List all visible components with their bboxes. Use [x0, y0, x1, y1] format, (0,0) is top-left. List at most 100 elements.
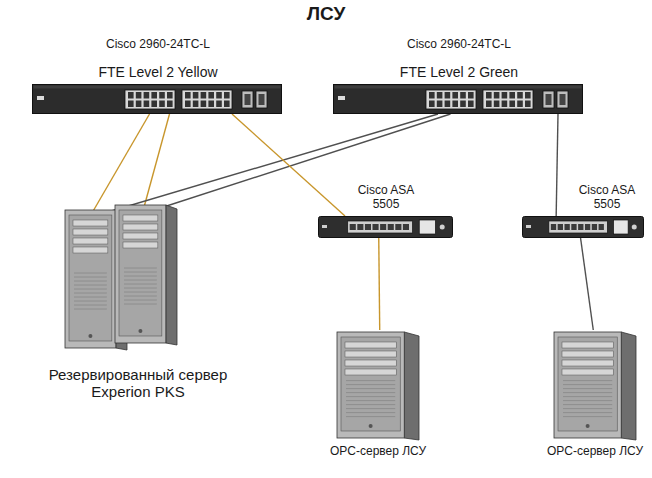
device-detail [245, 94, 251, 105]
server-tower [335, 330, 421, 442]
device-detail [123, 242, 158, 248]
device-detail [201, 92, 207, 99]
network-switch: Cisco 2960-24TC-LFTE Level 2 Yellow [32, 38, 284, 114]
device-detail [346, 384, 395, 385]
server-tower [552, 330, 638, 442]
device-detail [621, 332, 636, 440]
device-detail [404, 332, 419, 440]
device-detail [88, 334, 92, 338]
firewall-chassis [318, 216, 453, 238]
device-detail [460, 92, 466, 99]
device-detail [73, 247, 108, 253]
device-detail [395, 224, 401, 230]
device-detail [69, 215, 112, 341]
device-detail [346, 392, 395, 393]
device-detail [525, 92, 531, 99]
network-cable [144, 114, 169, 207]
device-detail [517, 92, 523, 99]
device-detail [373, 224, 379, 230]
firewall-node: Cisco ASA 5505 [318, 184, 453, 238]
device-detail [74, 289, 107, 290]
device-detail [341, 337, 400, 431]
device-detail [429, 101, 435, 108]
device-detail [452, 101, 458, 108]
device-detail [124, 284, 157, 285]
device-detail [369, 424, 373, 428]
device-detail [128, 92, 134, 99]
device-detail [350, 224, 356, 230]
diagram-title: ЛСУ [0, 3, 652, 25]
device-detail [201, 101, 207, 108]
device-detail [523, 217, 644, 238]
device-detail [65, 210, 116, 348]
device-detail [585, 224, 590, 230]
device-detail [563, 384, 612, 385]
device-detail [136, 92, 142, 99]
network-cable [101, 114, 438, 214]
device-detail [119, 210, 162, 336]
device-detail [346, 408, 395, 409]
device-detail [563, 404, 612, 405]
device-detail [144, 92, 150, 99]
device-detail [502, 101, 508, 108]
device-detail [509, 101, 515, 108]
device-detail [558, 224, 563, 230]
firewall-node: Cisco ASA 5505 [522, 184, 644, 238]
device-detail [525, 101, 531, 108]
network-cable [581, 238, 594, 330]
device-detail [586, 424, 590, 428]
device-detail [74, 281, 107, 282]
device-detail [483, 90, 533, 109]
device-detail [403, 224, 409, 230]
network-cable [93, 114, 149, 211]
device-detail [578, 224, 583, 230]
device-detail [365, 224, 371, 230]
device-detail [167, 101, 173, 108]
device-detail [124, 276, 157, 277]
device-detail [318, 216, 453, 238]
device-detail [563, 416, 612, 417]
device-detail [182, 90, 232, 109]
network-switch: Cisco 2960-24TC-LFTE Level 2 Green [333, 38, 585, 114]
device-detail [560, 94, 566, 105]
device-detail [138, 329, 142, 333]
device-detail [562, 351, 613, 357]
device-detail [346, 400, 395, 401]
device-detail [74, 285, 107, 286]
device-detail [563, 392, 612, 393]
device-detail [564, 224, 569, 230]
device-detail [599, 224, 604, 230]
device-detail [345, 351, 396, 357]
device-detail [338, 96, 345, 100]
device-detail [552, 330, 638, 442]
device-detail [63, 202, 179, 352]
device-detail [34, 86, 281, 89]
device-detail [144, 101, 150, 108]
device-detail [445, 92, 451, 99]
device-detail [551, 224, 556, 230]
device-label: Cisco ASA 5505 [353, 184, 419, 212]
device-detail [546, 94, 552, 105]
opc-server-node: OPC-сервер ЛСУ [318, 330, 438, 459]
device-detail [380, 224, 386, 230]
device-detail [517, 101, 523, 108]
device-detail [429, 92, 435, 99]
device-detail [345, 369, 396, 375]
device-detail [558, 337, 617, 431]
device-detail [337, 332, 404, 438]
device-detail [557, 91, 568, 108]
network-cable [378, 238, 380, 330]
model-label: Cisco 2960-24TC-L [333, 38, 585, 52]
device-detail [74, 293, 107, 294]
device-detail [73, 229, 108, 235]
device-detail [549, 221, 608, 233]
device-detail [166, 205, 177, 345]
device-detail [554, 332, 621, 438]
device-detail [74, 297, 107, 298]
switch-chassis [32, 84, 282, 114]
device-detail [526, 225, 531, 228]
device-detail [522, 216, 644, 238]
device-detail [346, 412, 395, 413]
device-detail [319, 217, 453, 238]
